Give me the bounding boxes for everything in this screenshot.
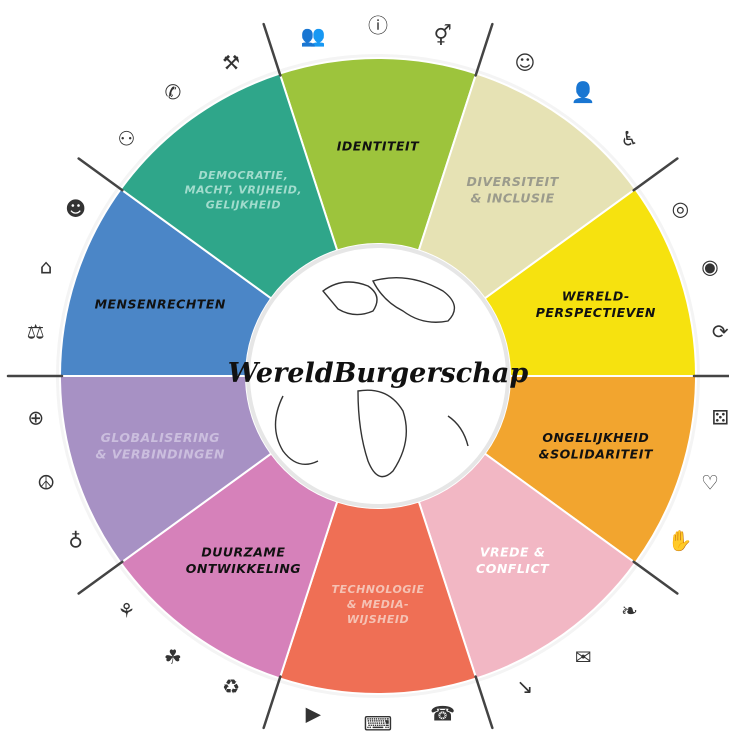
computer-person-icon: ⌨ (364, 712, 393, 736)
segment-democratie-label: MACHT, VRIJHEID, (185, 184, 302, 197)
segment-vrede-label: VREDE & (480, 544, 546, 559)
recycle-money-icon: ♻ (222, 675, 240, 699)
segment-divider (262, 22, 282, 77)
child-icon: ☻ (65, 196, 86, 220)
people-icon: 👥 (301, 24, 326, 48)
segment-divider (474, 675, 494, 730)
binoculars-icon: ◎ (672, 196, 689, 220)
segment-ongelijkheid-label: ONGELIJKHEID (542, 430, 649, 445)
segment-mensenrechten-label: MENSENRECHTEN (95, 297, 226, 312)
globe-graduate-icon: ◉ (701, 255, 718, 279)
segment-duurzame-label: ONTWIKKELING (186, 561, 301, 576)
gender-symbols-icon: ⚥ (434, 24, 452, 48)
arrow-circle-icon: ⟳ (712, 319, 729, 343)
segment-duurzame-label: DUURZAME (201, 544, 285, 559)
segment-diversiteit-label: & INCLUSIE (471, 191, 555, 206)
segment-divider (77, 560, 124, 595)
segment-diversiteit-label: DIVERSITEIT (466, 174, 559, 189)
segment-globalisering-label: GLOBALISERING (101, 430, 220, 445)
segment-democratie-label: GELIJKHEID (206, 199, 281, 212)
arrow-down-icon: ↘ (517, 675, 534, 699)
segment-divider (632, 157, 679, 192)
segment-wereldperspectieven-label: PERSPECTIEVEN (536, 305, 656, 320)
segment-identiteit-label: IDENTITEIT (337, 139, 420, 154)
segment-divider (632, 560, 679, 595)
family-house-icon: ⌂ (40, 255, 53, 279)
segment-technologie-label: WIJSHEID (347, 613, 409, 626)
dove-icon: ❧ (621, 599, 638, 623)
segment-technologie-label: TECHNOLOGIE (332, 583, 425, 596)
video-people-icon: ▶ (306, 701, 322, 725)
ik-badge-icon: ⓘ (368, 14, 388, 38)
center-globe (246, 244, 510, 508)
segment-democratie-label: DEMOCRATIE, (199, 169, 289, 182)
sprout-icon: ⚘ (118, 599, 136, 623)
segment-duurzame[interactable]: DUURZAME ONTWIKKELING ♻ ☘ ⚘ (118, 452, 339, 699)
segment-vrede-label: CONFLICT (476, 561, 550, 576)
heart-icon: ♡ (701, 470, 719, 494)
person-icon: 👤 (571, 80, 596, 104)
segment-diversiteit[interactable]: DIVERSITEIT & INCLUSIE ☺ 👤 ♿ (417, 50, 639, 300)
center-title: WereldBurgerschap (228, 358, 529, 389)
wheelchair-icon: ♿ (621, 126, 639, 150)
segment-technologie-label: & MEDIA- (347, 598, 409, 611)
globe-sketch-icon (274, 276, 469, 478)
phone-like-icon: ☎ (430, 701, 455, 725)
segment-divider (474, 22, 494, 77)
justice-people-icon: ⚖ (27, 319, 45, 343)
dice-icon: ⚄ (712, 406, 729, 430)
segment-ongelijkheid-label: &SOLIDARITEIT (539, 447, 654, 462)
segment-globalisering[interactable]: GLOBALISERING & VERBINDINGEN ♁ ☮ ⊕ (27, 375, 273, 565)
plant-hand-icon: ☘ (164, 645, 182, 669)
segment-vrede[interactable]: VREDE & CONFLICT ❧ ✉ ↘ (417, 452, 638, 699)
globe-network-icon: ⊕ (27, 406, 44, 430)
megaphone-icon: ✆ (164, 80, 181, 104)
segment-ongelijkheid[interactable]: ONGELIJKHEID&SOLIDARITEIT ⚄ ♡ ✋ (483, 375, 729, 565)
speech-people-icon: ✉ (575, 645, 592, 669)
united-nations-icon: ☮ (37, 470, 55, 494)
segment-wereldperspectieven-label: WERELD- (562, 288, 630, 303)
hands-icon: ✋ (668, 529, 693, 553)
segment-technologie[interactable]: TECHNOLOGIE & MEDIA- WIJSHEID ☎ ⌨ ▶ (278, 500, 478, 736)
segment-globalisering-label: & VERBINDINGEN (95, 447, 225, 462)
diverse-people-icon: ☺ (514, 50, 535, 74)
globe-heart-icon: ♁ (68, 529, 83, 553)
gavel-icon: ⚒ (222, 50, 240, 74)
segment-divider (262, 675, 282, 730)
segment-divider (77, 157, 124, 192)
segment-identiteit[interactable]: IDENTITEIT 👥 ⓘ ⚥ (278, 14, 478, 252)
group-icon: ⚇ (118, 126, 136, 150)
